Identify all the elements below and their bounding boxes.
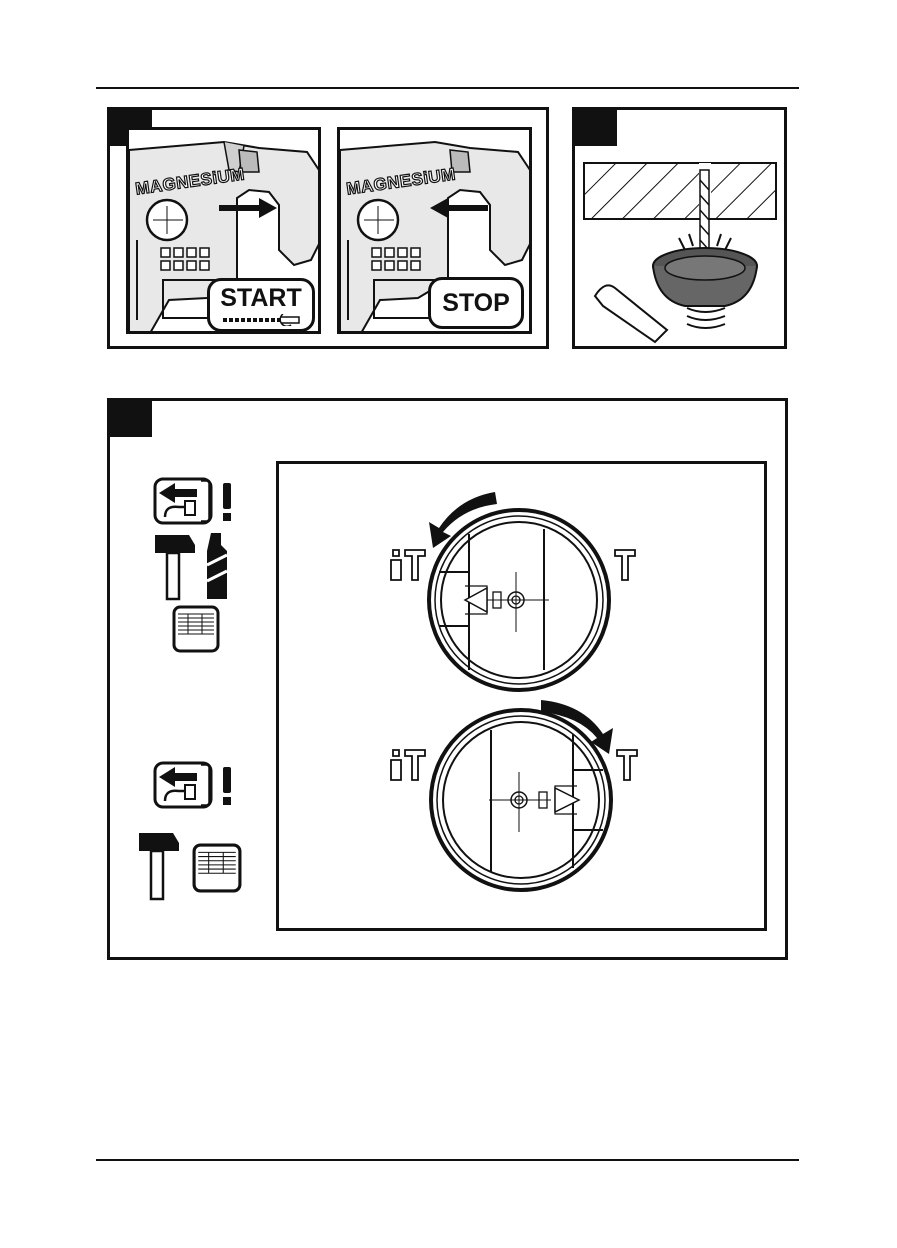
start-label-box: START [207,278,315,332]
masonry-icon [192,843,242,893]
drill-bit-symbol-icon [205,531,229,601]
dust-cup-panel [572,107,787,349]
dial-lower [431,710,611,890]
start-frame: MAGNESiUM START [126,127,321,334]
start-stop-panel: MAGNESiUM START MAGNE [107,107,549,349]
drill-bit-icon [221,314,301,326]
unplug-warning-icon [153,477,243,527]
dial-upper [429,510,609,690]
mode-selection-panel [107,398,788,960]
stop-frame: MAGNESiUM STOP [337,127,532,334]
selector-dial-frame [276,461,767,931]
selector-dial-illustration [279,464,764,928]
arrow-left-icon [428,196,488,220]
arrow-right-icon [219,196,279,220]
masonry-icon [172,605,220,653]
stop-label: STOP [431,280,521,326]
bottom-rule [96,1159,799,1161]
hammer-icon [153,531,197,601]
chisel-mode-icon [615,550,635,580]
unplug-warning-icon [153,761,243,811]
stop-label-box: STOP [428,277,524,329]
chisel-mode-icon [617,750,637,780]
hammer-icon [137,829,181,903]
dust-cup-icon [575,110,784,346]
hammer-drill-mode-icon [391,750,425,780]
panel-number-tag [110,401,152,437]
hammer-drill-mode-icon [391,550,425,580]
start-label: START [210,283,312,313]
top-rule [96,87,799,89]
